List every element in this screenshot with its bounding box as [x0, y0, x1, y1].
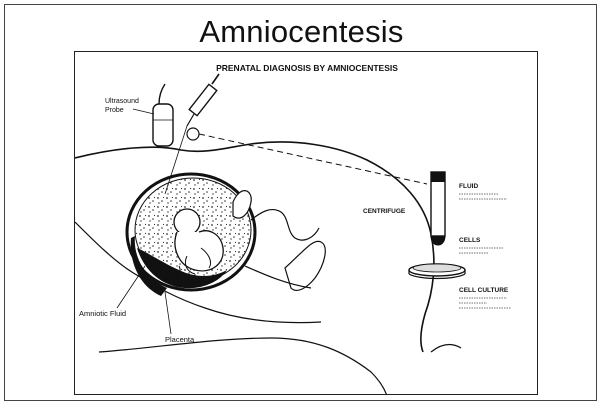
placenta-leader [165, 292, 171, 334]
figure-heading: PRENATAL DIAGNOSIS BY AMNIOCENTESIS [216, 63, 398, 73]
magnifier-callout [187, 128, 199, 140]
slide-title: Amniocentesis [0, 14, 603, 50]
ultrasound-probe-label-2: Probe [105, 107, 124, 114]
diagram-panel: PRENATAL DIAGNOSIS BY AMNIOCENTESIS [74, 51, 538, 395]
fallopian-tube [251, 210, 319, 241]
spine-curve [431, 345, 461, 352]
cells-label: CELLS [459, 237, 481, 244]
cell-culture-label: CELL CULTURE [459, 287, 509, 294]
amniotic-fluid-leader [117, 266, 145, 308]
body-curve [99, 338, 387, 395]
bladder [285, 241, 325, 290]
ultrasound-probe [153, 84, 173, 146]
placenta-label: Placenta [165, 335, 195, 344]
centrifuge-tube [431, 172, 445, 245]
amniocentesis-illustration: PRENATAL DIAGNOSIS BY AMNIOCENTESIS [75, 52, 538, 395]
petri-dish [409, 264, 465, 279]
probe-leader [133, 109, 154, 114]
fluid-label: FLUID [459, 183, 478, 190]
centrifuge-label: CENTRIFUGE [363, 208, 406, 215]
amniotic-fluid-label: Amniotic Fluid [79, 309, 126, 318]
ultrasound-probe-label: Ultrasound [105, 98, 139, 105]
